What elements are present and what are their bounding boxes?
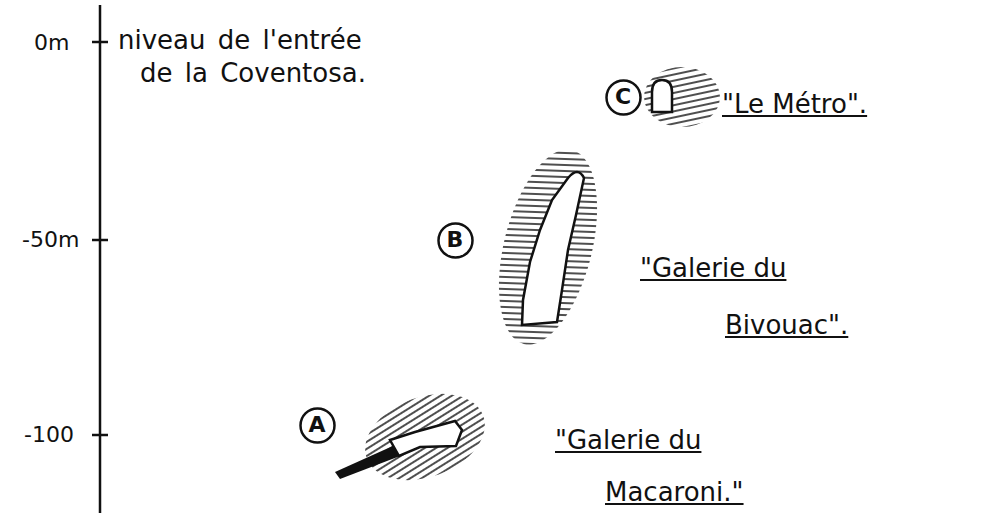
depth-value: -100 [24, 421, 74, 449]
callout-letter: B [437, 228, 474, 252]
depth-value: 0m [34, 29, 69, 57]
gallery-section [390, 421, 462, 456]
depth-value: -50m [22, 226, 79, 254]
circled-letter: A [299, 407, 336, 444]
gallery-name: "Galerie du Bivouac". [640, 240, 875, 354]
reference-note: niveau de l'entrée de la Coventosa. [118, 24, 385, 90]
rock-hatching [481, 139, 615, 354]
rock-hatching [644, 67, 720, 127]
circled-letter: B [437, 222, 474, 259]
gallery-name: "Le Métro". [722, 86, 867, 122]
callout-letter: C [605, 85, 642, 109]
circled-letter: C [605, 79, 642, 116]
depth-axis [99, 5, 102, 513]
gallery-section [335, 445, 400, 479]
callout-letter: A [299, 413, 336, 437]
axis-tick [92, 41, 108, 44]
axis-tick [92, 239, 108, 242]
axis-tick [92, 434, 108, 437]
rock-hatching [353, 378, 497, 496]
gallery-name: "Galerie du Macaroni." [555, 414, 765, 517]
gallery-section [652, 80, 672, 112]
gallery-section [522, 172, 584, 325]
